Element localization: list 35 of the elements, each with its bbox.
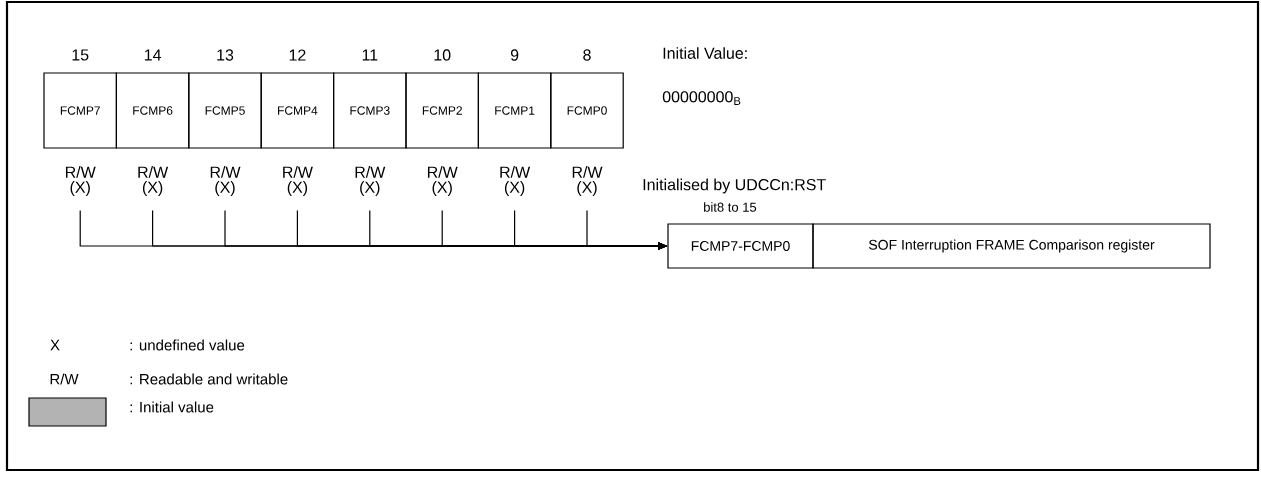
register-cell: FCMP2 — [405, 72, 479, 149]
register-cell: FCMP7 — [43, 72, 117, 149]
register-cell: FCMP0 — [550, 72, 624, 149]
register-cell: FCMP6 — [115, 72, 190, 149]
note-text: bit8 to 15 — [704, 202, 757, 212]
legend-symbol: X — [50, 339, 60, 351]
bit-number: 13 — [217, 49, 234, 61]
access-label: R/W (X) — [138, 166, 169, 196]
register-cell: FCMP1 — [477, 72, 552, 149]
access-label: R/W (X) — [572, 166, 603, 196]
legend-text: : Initial value — [130, 401, 214, 413]
legend-symbol: R/W — [50, 373, 79, 385]
bit-number: 11 — [362, 49, 378, 61]
note-text: Initialised by UDCCn:RST — [643, 178, 826, 194]
register-cell: FCMP4 — [260, 72, 335, 149]
bit-number: 9 — [510, 49, 519, 61]
register-cell: FCMP5 — [188, 72, 262, 149]
bit-number: 10 — [434, 49, 451, 61]
legend-text: : Readable and writable — [130, 373, 288, 385]
label-text: Initial Value: — [663, 47, 747, 59]
initial-value: 00000000$_{B}$ — [662, 91, 741, 105]
register-cell: FCMP3 — [333, 72, 407, 149]
access-label: R/W (X) — [65, 166, 96, 196]
bit-number: 15 — [72, 49, 89, 61]
access-label: R/W (X) — [427, 166, 458, 196]
access-label: R/W (X) — [355, 166, 386, 196]
access-label: R/W (X) — [210, 166, 241, 196]
access-label: R/W (X) — [283, 166, 313, 196]
table-cell: SOF Interruption FRAME Comparison register — [812, 223, 1211, 269]
bit-number: 14 — [144, 49, 162, 61]
access-label: R/W (X) — [500, 166, 531, 196]
table-cell: FCMP7-FCMP0 — [667, 223, 814, 269]
legend-text: : undefined value — [130, 339, 245, 351]
bit-number: 8 — [583, 49, 591, 61]
bit-number: 12 — [289, 49, 306, 61]
